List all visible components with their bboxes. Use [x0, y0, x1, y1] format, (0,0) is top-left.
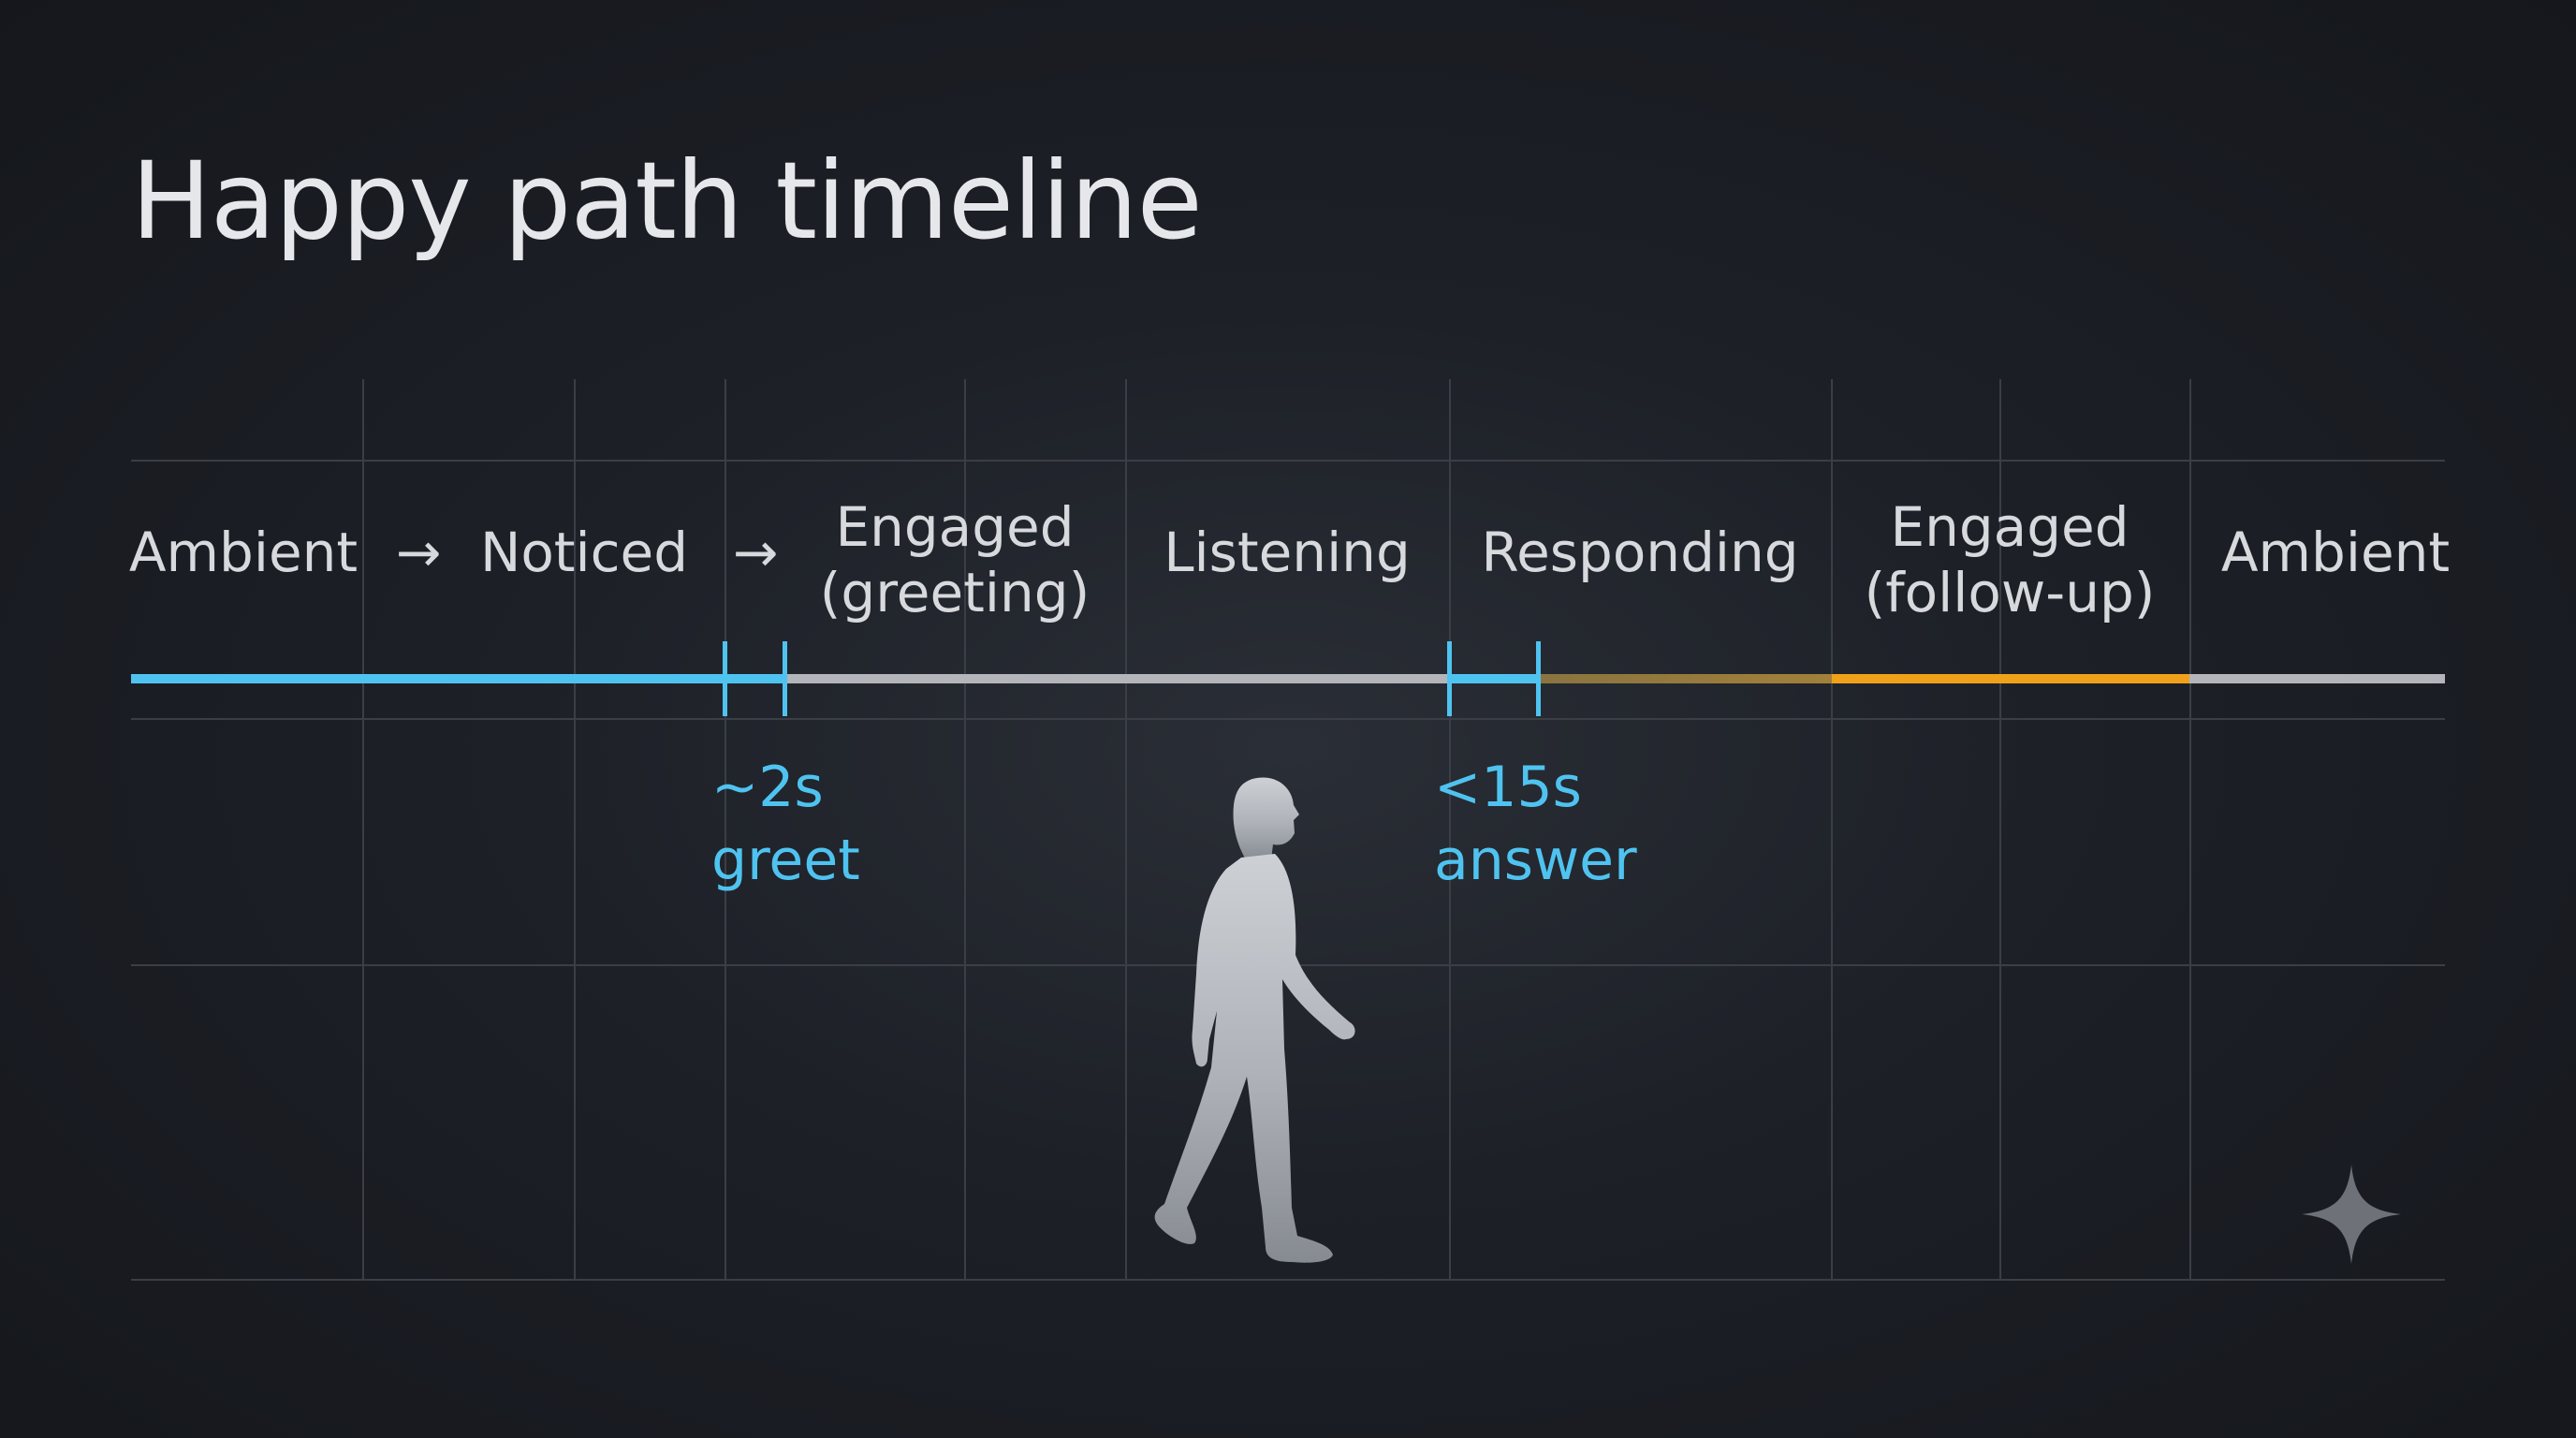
- tick-answer-end: [1536, 641, 1541, 716]
- page-title: Happy path timeline: [131, 139, 1203, 263]
- grid-line: [574, 379, 576, 1281]
- grid-line: [964, 379, 966, 1281]
- timeline-segment-answer-window: [1451, 674, 1540, 683]
- grid-line: [1449, 379, 1451, 1281]
- stage-label-ambient: Ambient: [128, 521, 359, 584]
- sparkle-icon: [2302, 1165, 2401, 1264]
- tick-greet-end: [783, 641, 787, 716]
- grid-line: [131, 460, 2445, 462]
- timeline-segment-greet-window: [726, 674, 786, 683]
- timeline-segment-listening: [1127, 674, 1451, 683]
- grid-line: [362, 379, 364, 1281]
- timeline-segment-ambient-end: [2189, 674, 2445, 683]
- grid-line: [1831, 379, 1833, 1281]
- annotation-greet: ~2s greet: [711, 755, 860, 893]
- arrow-right-icon: →: [732, 521, 779, 584]
- walking-person-icon: [1154, 777, 1355, 1263]
- grid-line: [131, 718, 2445, 720]
- stage-label-noticed: Noticed: [479, 521, 689, 584]
- stage-label-ambient-end: Ambient: [2220, 521, 2451, 584]
- grid-line: [2189, 379, 2191, 1281]
- timeline-segment-responding: [1540, 674, 1832, 683]
- grid-line: [724, 379, 726, 1281]
- stage-label-listening: Listening: [1164, 521, 1411, 584]
- timeline-segment-engaged-follow-up: [1832, 674, 2189, 683]
- timeline-segment-ambient-noticed: [131, 674, 726, 683]
- stage-label-responding: Responding: [1481, 521, 1799, 584]
- timeline-segment-engaged-greeting: [786, 674, 1127, 683]
- grid-line: [131, 1279, 2445, 1281]
- tick-answer-start: [1447, 641, 1452, 716]
- grid-line: [1999, 379, 2001, 1281]
- tick-greet-start: [723, 641, 727, 716]
- annotation-answer: <15s answer: [1434, 755, 1637, 893]
- arrow-right-icon: →: [395, 521, 442, 584]
- stage-label-engaged-follow-up: Engaged (follow-up): [1864, 495, 2156, 624]
- stage-label-engaged-greeting: Engaged (greeting): [819, 495, 1090, 624]
- grid-line: [1125, 379, 1127, 1281]
